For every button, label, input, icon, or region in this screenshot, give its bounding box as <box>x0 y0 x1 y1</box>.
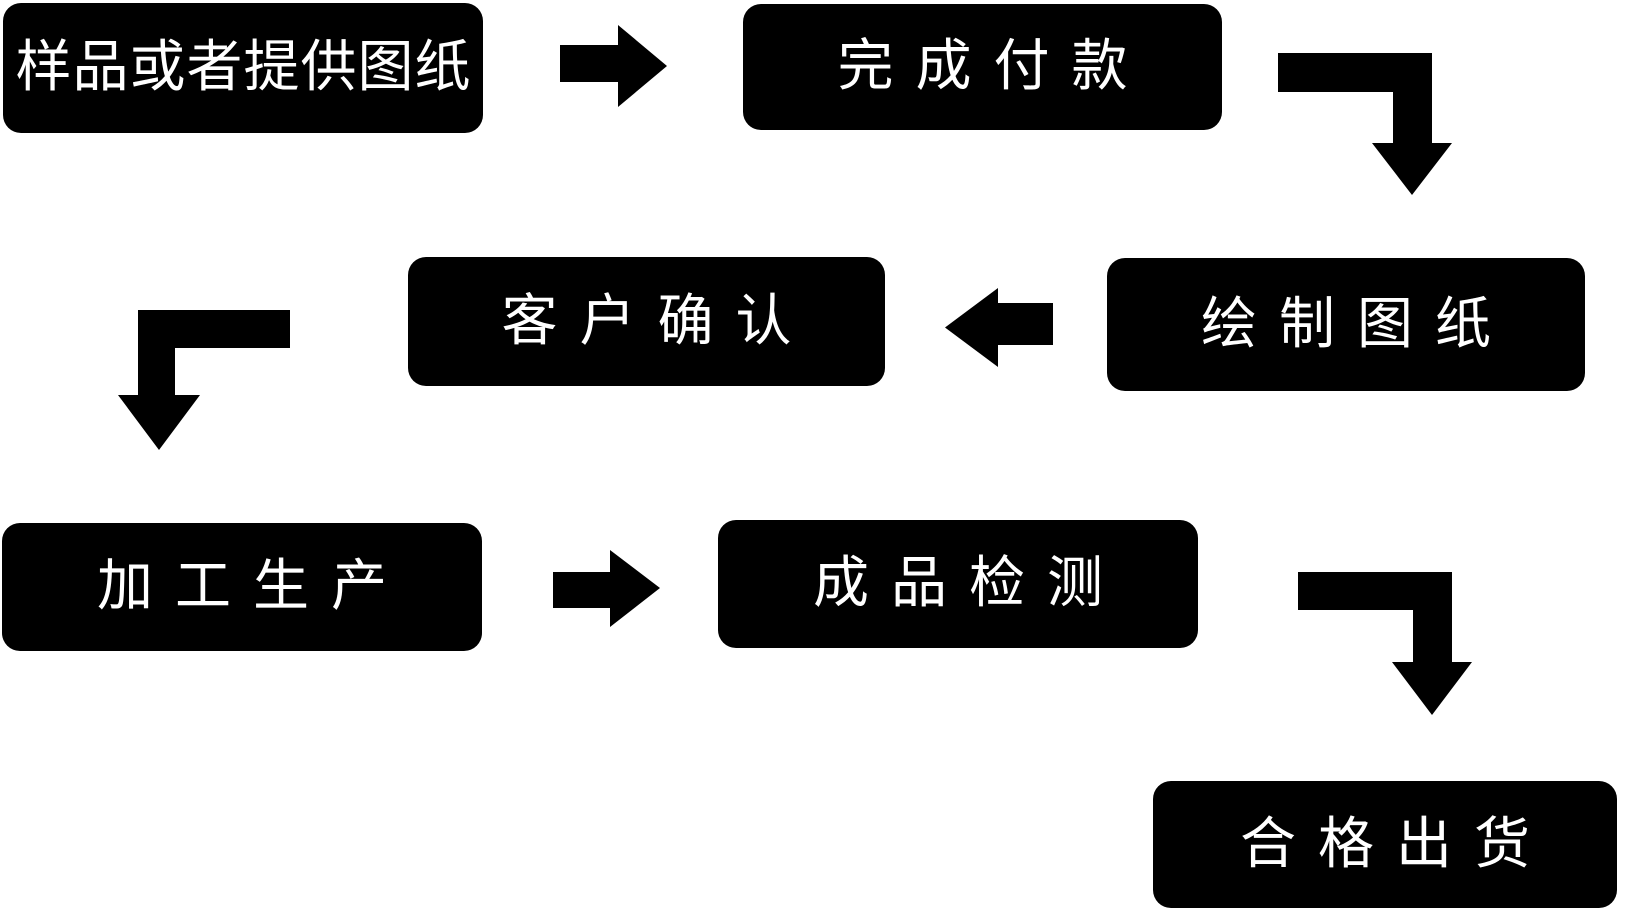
arrow-elbow-left-down-icon <box>118 310 290 450</box>
flow-node-label: 绘制图纸 <box>1201 291 1513 357</box>
flow-node-label: 样品或者提供图纸 <box>15 35 472 100</box>
arrow-elbow-right-down-icon <box>1278 53 1452 195</box>
flow-node-draw-drawings: 绘制图纸 <box>1107 258 1585 391</box>
arrow-right-icon <box>560 25 667 107</box>
flow-node-inspection: 成品检测 <box>718 520 1198 648</box>
flow-node-label: 完成付款 <box>837 34 1150 99</box>
flow-node-sample-or-drawings: 样品或者提供图纸 <box>3 3 483 133</box>
flow-node-label: 成品检测 <box>813 551 1125 616</box>
flow-node-payment: 完成付款 <box>743 4 1222 130</box>
flow-node-production: 加工生产 <box>2 523 482 651</box>
flow-node-label: 加工生产 <box>97 554 409 619</box>
flow-node-label: 合格出货 <box>1240 811 1552 877</box>
arrow-elbow-right-down-icon <box>1298 572 1472 715</box>
flow-node-shipment: 合格出货 <box>1153 781 1617 908</box>
arrow-left-icon <box>945 288 1053 367</box>
arrow-right-icon <box>553 550 660 627</box>
flow-node-label: 客户确认 <box>501 288 814 354</box>
flow-node-customer-confirm: 客户确认 <box>408 257 885 386</box>
